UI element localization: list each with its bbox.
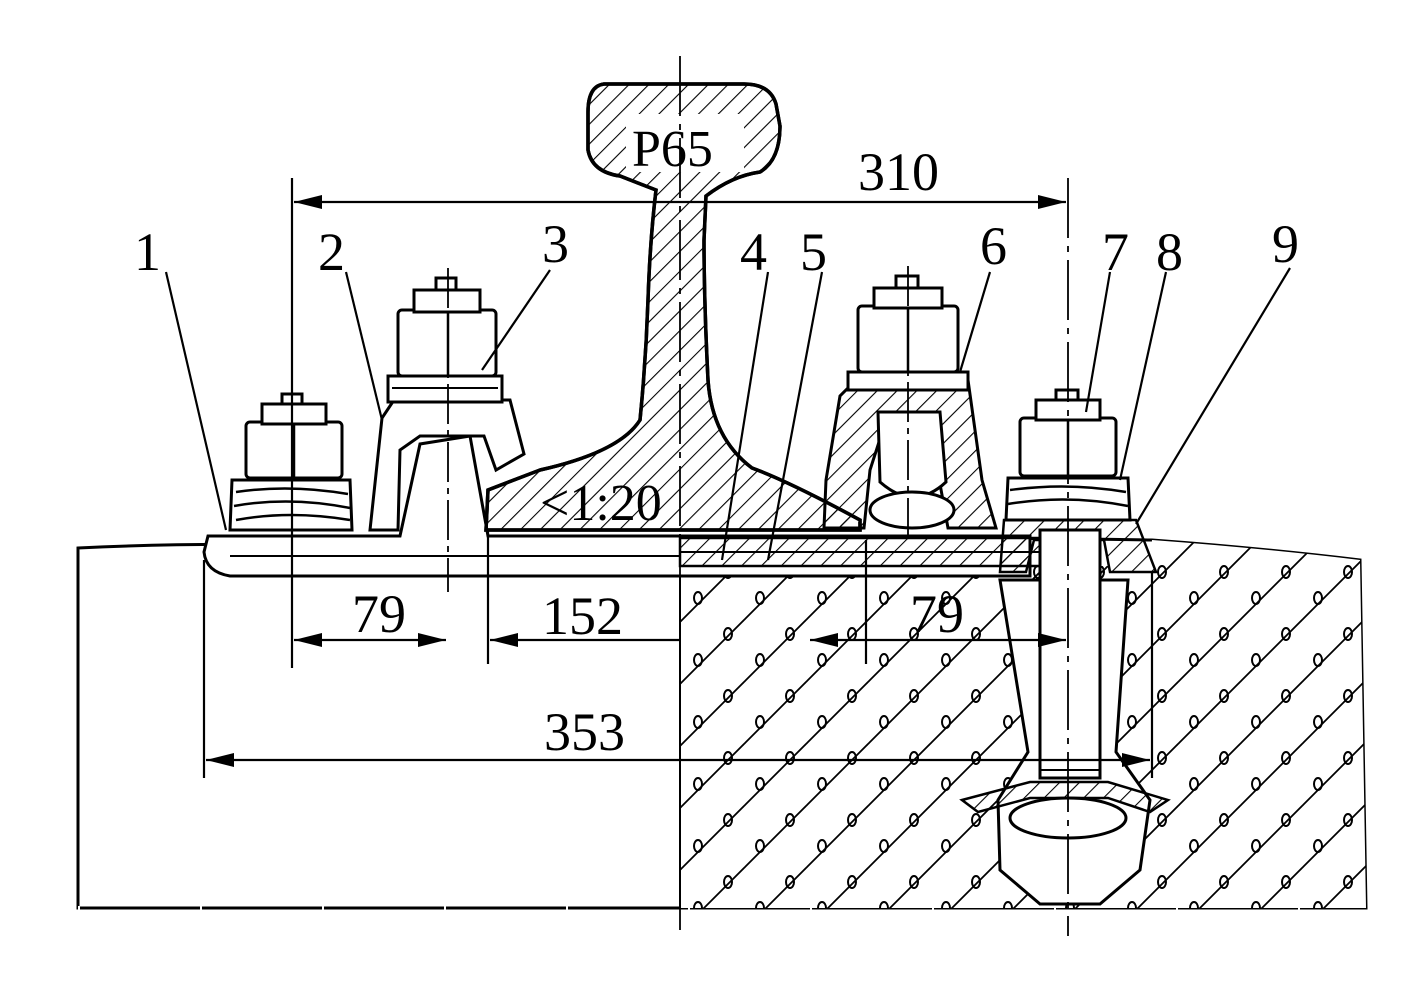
part-number-1: 1	[134, 222, 161, 282]
rail-clip-left	[368, 374, 526, 532]
part-number-6: 6	[980, 216, 1007, 276]
centre-lines	[78, 56, 1380, 936]
part-number-5: 5	[800, 222, 827, 282]
slope-label: <1:20	[540, 475, 662, 532]
leader-lines	[164, 267, 1291, 561]
anchor-bolt-right	[998, 388, 1158, 780]
nut-left-inner	[396, 276, 498, 378]
part-number-2: 2	[318, 222, 345, 282]
sleeper	[76, 536, 1368, 910]
part-number-3: 3	[542, 214, 569, 274]
dim-label-310: 310	[858, 142, 939, 202]
part-number-7: 7	[1102, 222, 1129, 282]
dim-label-152: 152	[542, 586, 623, 646]
rail-clip-right	[822, 370, 998, 530]
part-number-9: 9	[1272, 214, 1299, 274]
dim-label-353: 353	[544, 702, 625, 762]
dim-label-79-left: 79	[352, 584, 406, 644]
dim-label-79-right: 79	[910, 584, 964, 644]
part-number-4: 4	[740, 222, 767, 282]
rail-type-label: P65	[632, 121, 713, 178]
dimension-lines	[202, 178, 1154, 778]
part-number-8: 8	[1156, 222, 1183, 282]
